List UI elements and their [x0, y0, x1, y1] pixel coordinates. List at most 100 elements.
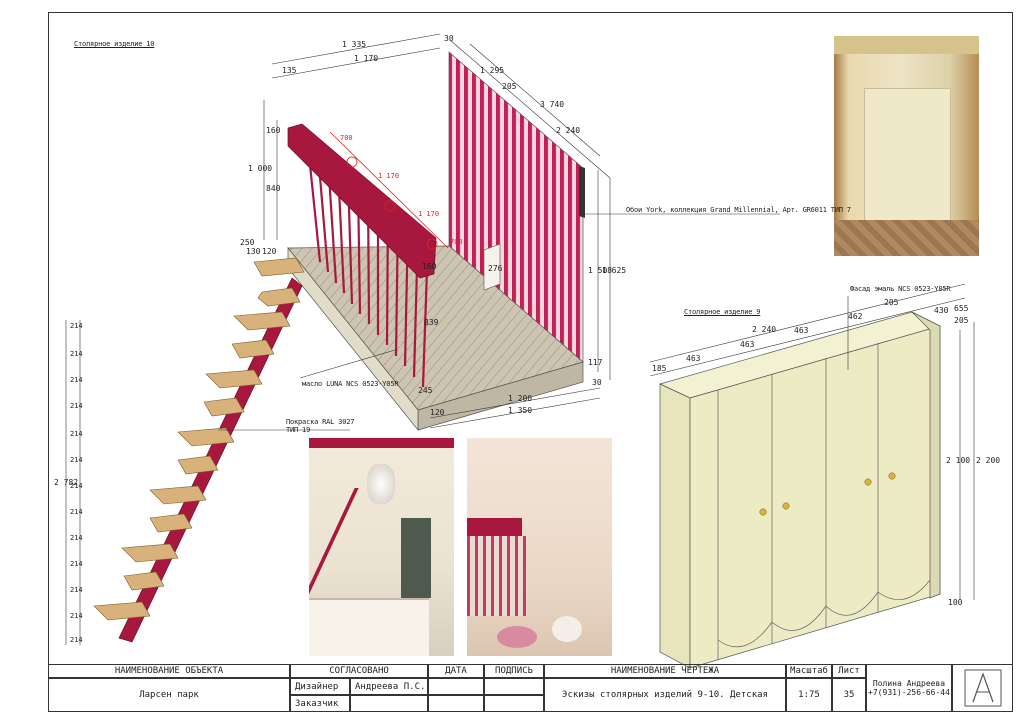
dim-160-post: 160 [422, 262, 437, 271]
dim-3740: 3 740 [540, 100, 565, 109]
wdim-463-c: 463 [794, 326, 809, 335]
tb-object-value: Ларсен парк [48, 678, 290, 712]
dim-700-b: 700 [450, 238, 463, 246]
photo-bedroom-render [467, 438, 612, 656]
dim-step-rise: 214 [70, 456, 83, 464]
wardrobe-right-panel [911, 311, 941, 599]
tb-scale-header: Масштаб [786, 664, 832, 678]
post-box [483, 243, 501, 291]
door-knobs [759, 472, 896, 516]
dim-1170-red-b: 1 170 [418, 210, 440, 218]
label-joinery-9: Столярное изделие 9 [684, 308, 761, 316]
handrail-beam [287, 123, 437, 279]
dim-step-rise: 214 [70, 482, 83, 490]
dim-135: 135 [282, 66, 297, 75]
dim-1625: 1 625 [602, 266, 627, 275]
tb-drawing-header: НАИМЕНОВАНИЕ ЧЕРТЕЖА [544, 664, 786, 678]
dim-step-rise: 214 [70, 322, 83, 330]
dim-1295: 1 295 [480, 66, 505, 75]
tb-customer-name [350, 695, 428, 712]
dim-160-left: 160 [266, 126, 281, 135]
dim-700-a: 700 [340, 134, 353, 142]
wdim-430: 430 [934, 306, 949, 315]
dim-2240-top: 2 240 [556, 126, 581, 135]
tb-sheet-header: Лист [832, 664, 866, 678]
title-block: НАИМЕНОВАНИЕ ОБЪЕКТА Ларсен парк СОГЛАСО… [48, 664, 1013, 712]
label-joinery-10: Столярное изделие 10 [74, 40, 155, 48]
wdim-2200: 2 200 [976, 456, 1001, 465]
dim-step-rise: 214 [70, 560, 83, 568]
dim-1508: 1 508 [588, 266, 613, 275]
wardrobe-left-panel [659, 383, 691, 669]
dim-1335: 1 335 [342, 40, 367, 49]
dim-276: 276 [488, 264, 503, 273]
dim-120: 120 [262, 247, 277, 256]
a-logo-icon [964, 669, 1001, 707]
photo-stair-render [309, 438, 454, 656]
dim-250: 250 [240, 238, 255, 247]
note-oil: масло LUNA NCS 0523-Y05R [302, 380, 399, 388]
dim-step-rise: 214 [70, 612, 83, 620]
wdim-463-b: 463 [740, 340, 755, 349]
wdim-2240: 2 240 [752, 325, 777, 334]
dim-2782: 2 782 [54, 478, 79, 487]
dim-step-rise: 214 [70, 350, 83, 358]
note-paint-2: ТИП 19 [286, 426, 311, 434]
dim-205: 205 [502, 82, 517, 91]
wardrobe-doors [717, 343, 931, 660]
dim-30-bottom: 30 [592, 378, 602, 387]
tb-author-phone: +7(931)-256-66-44 [868, 688, 950, 697]
dim-step-rise: 214 [70, 430, 83, 438]
dim-30-top: 30 [444, 34, 454, 43]
tb-author: Полина Андреева +7(931)-256-66-44 [866, 664, 952, 712]
dim-130: 130 [246, 247, 261, 256]
tb-agreed-header: СОГЛАСОВАНО [290, 664, 428, 678]
dim-step-rise: 214 [70, 636, 83, 644]
wdim-655: 655 [954, 304, 969, 313]
dim-840: 840 [266, 184, 281, 193]
dim-step-rise: 214 [70, 508, 83, 516]
tb-date-header: ДАТА [428, 664, 484, 678]
dim-step-rise: 214 [70, 586, 83, 594]
tb-customer-label: Заказчик [290, 695, 350, 712]
dim-1170-top: 1 170 [354, 54, 379, 63]
wdim-462: 462 [848, 312, 863, 321]
tb-logo [952, 664, 1013, 712]
note-facade: Фасад эмаль NCS 0523-Y05R [850, 285, 951, 293]
tb-scale-value: 1:75 [786, 678, 832, 712]
note-wallpaper: Обои York, коллекция Grand Millennial, А… [626, 206, 851, 214]
dim-step-rise: 214 [70, 376, 83, 384]
wdim-2100: 2 100 [946, 456, 971, 465]
tb-sign-2 [484, 695, 544, 712]
tb-drawing-value: Эскизы столярных изделий 9-10. Детская [544, 678, 786, 712]
dim-245: 245 [418, 386, 433, 395]
dim-1350: 1 350 [508, 406, 533, 415]
tb-sign-1 [484, 678, 544, 695]
tb-sign-header: ПОДПИСЬ [484, 664, 544, 678]
tb-date-2 [428, 695, 484, 712]
tb-sheet-value: 35 [832, 678, 866, 712]
wdim-185: 185 [652, 364, 667, 373]
wdim-205: 205 [884, 298, 899, 307]
wdim-463-a: 463 [686, 354, 701, 363]
tb-date-1 [428, 678, 484, 695]
dim-120-bottom: 120 [430, 408, 445, 417]
wdim-100: 100 [948, 598, 963, 607]
tb-designer-label: Дизайнер [290, 678, 350, 695]
photo-wardrobe-render [834, 36, 979, 256]
dim-1170-red-a: 1 170 [378, 172, 400, 180]
dim-step-rise: 214 [70, 534, 83, 542]
dim-839: 839 [424, 318, 439, 327]
tb-designer-name: Андреева П.С. [350, 678, 428, 695]
tb-author-name: Полина Андреева [872, 679, 946, 688]
tb-object-header: НАИМЕНОВАНИЕ ОБЪЕКТА [48, 664, 290, 678]
dim-1200: 1 200 [508, 394, 533, 403]
wdim-205-b: 205 [954, 316, 969, 325]
dim-117: 117 [588, 358, 603, 367]
dim-1000: 1 000 [248, 164, 273, 173]
dim-step-rise: 214 [70, 402, 83, 410]
note-paint-1: Покраска RAL 3027 [286, 418, 355, 426]
stair-treads [93, 257, 305, 621]
